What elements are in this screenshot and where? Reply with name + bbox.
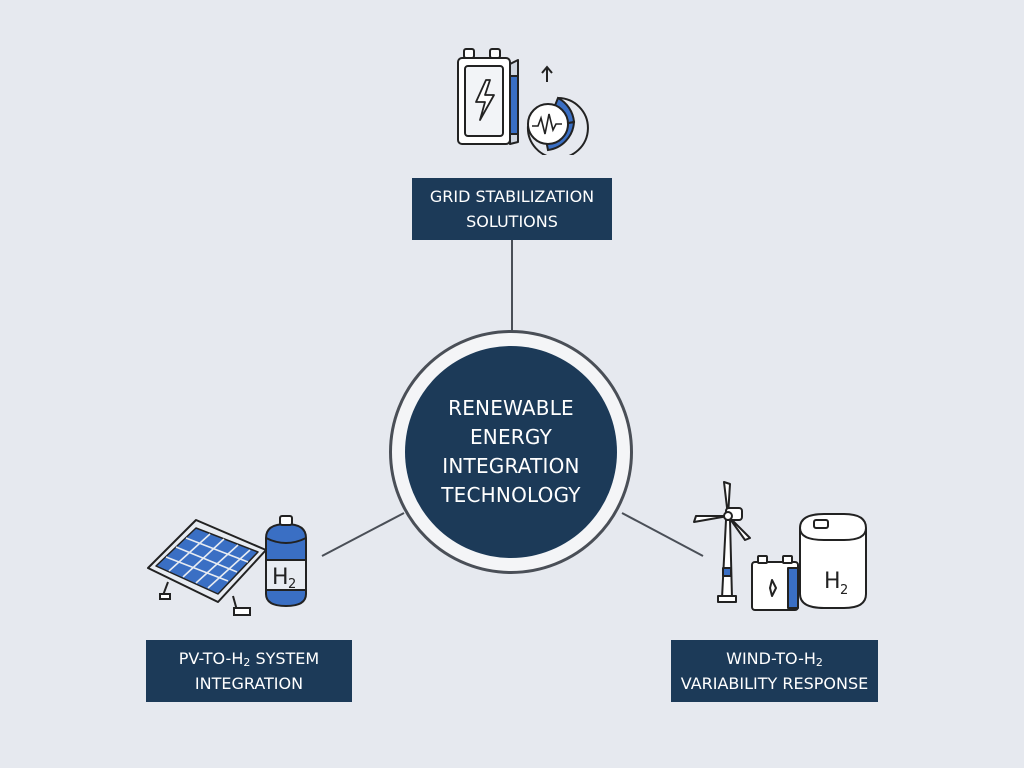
hub-line-4: TECHNOLOGY xyxy=(441,483,581,507)
central-hub-label: RENEWABLE ENERGY INTEGRATION TECHNOLOGY xyxy=(441,394,580,510)
left-tank-sub-label: 2 xyxy=(288,577,296,592)
solar-panel-and-hydrogen-tank-icon: H 2 xyxy=(147,515,307,616)
hub-line-1: RENEWABLE xyxy=(448,396,574,420)
hub-line-3: INTEGRATION xyxy=(442,454,580,478)
connector-right xyxy=(621,512,704,557)
right-tank-h-label: H xyxy=(824,569,841,594)
wind-to-h2-line-2: VARIABILITY RESPONSE xyxy=(680,674,869,693)
left-tank-h-label: H xyxy=(272,565,289,590)
grid-stabilization-line-1: GRID STABILIZATION xyxy=(429,187,595,206)
connector-left xyxy=(321,512,405,557)
central-hub-inner: RENEWABLE ENERGY INTEGRATION TECHNOLOGY xyxy=(405,346,617,558)
wind-to-h2-label: WIND-TO-H2 VARIABILITY RESPONSE xyxy=(671,640,878,702)
pv-to-h2-line-1: PV-TO-H2 SYSTEM xyxy=(178,649,320,669)
battery-and-grid-stability-icon xyxy=(457,48,589,155)
wind-to-h2-line-1: WIND-TO-H2 xyxy=(726,649,823,669)
hub-line-2: ENERGY xyxy=(469,425,553,449)
right-tank-sub-label: 2 xyxy=(840,583,848,598)
pv-to-h2-line-2: INTEGRATION xyxy=(194,674,304,693)
pv-to-h2-label: PV-TO-H2 SYSTEM INTEGRATION xyxy=(146,640,352,702)
grid-stabilization-label: GRID STABILIZATION SOLUTIONS xyxy=(412,178,612,240)
grid-stabilization-line-2: SOLUTIONS xyxy=(466,212,558,231)
wind-turbine-battery-hydrogen-tank-icon: H 2 xyxy=(693,481,867,611)
central-hub: RENEWABLE ENERGY INTEGRATION TECHNOLOGY xyxy=(389,330,633,574)
